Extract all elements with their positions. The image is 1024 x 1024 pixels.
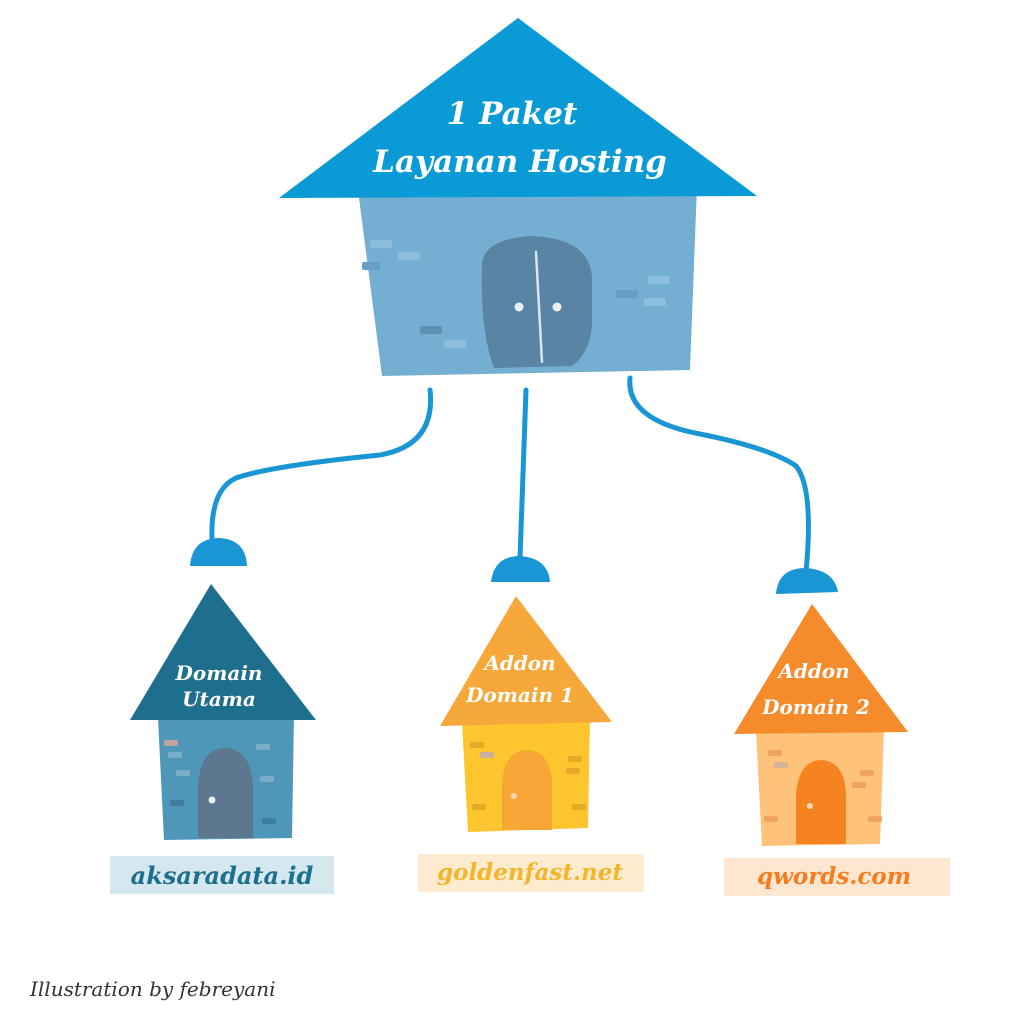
connector-cap-right [776,568,838,594]
house2-bricks [470,742,586,810]
main-house-door-split [534,250,544,364]
main-house: 1 Paket Layanan Hosting [279,18,757,376]
house1-domain-label: aksaradata.id [131,861,314,890]
connector-cap-left [190,538,247,566]
house3-domain-label: qwords.com [757,863,911,890]
main-house-door-knob-right [552,302,562,312]
cables [209,375,811,575]
cable-right [627,375,811,575]
main-house-door-knob-left [514,302,524,312]
house-addon-domain-2: Addon Domain 2 qwords.com [724,604,950,896]
house3-bricks [764,750,882,822]
illustration-credit: Illustration by febreyani [29,977,275,1001]
main-house-title-line1: 1 Paket [447,96,578,132]
house2-roof-line2: Domain 1 [465,683,574,707]
main-house-roof [279,18,757,198]
house2-roof [440,596,612,726]
connector-cap-center [491,556,550,582]
cable-left [209,387,434,543]
house1-door [198,748,253,838]
house3-domain-label-bg [724,858,950,896]
house2-door-knob [511,793,517,799]
house1-door-knob [208,796,216,804]
house1-roof [130,584,316,720]
house3-roof-line2: Domain 2 [761,695,870,719]
house2-roof-line1: Addon [482,651,555,675]
house2-door [502,750,552,830]
house2-domain-label-bg [418,854,644,892]
house1-domain-label-bg [110,856,334,894]
house-domain-utama: Domain Utama aksaradata.id [110,584,334,894]
house3-roof [734,604,908,734]
house1-bricks [164,740,276,824]
connector-caps [190,538,838,594]
house3-door-knob [807,803,813,809]
house1-roof-line2: Utama [182,687,256,711]
house-addon-domain-1: Addon Domain 1 goldenfast.net [418,596,644,892]
main-house-bricks [362,240,670,348]
main-house-door [481,236,593,368]
main-house-title-line2: Layanan Hosting [372,144,667,180]
cable-center [517,387,529,561]
house1-roof-line1: Domain [175,661,263,685]
house2-domain-label: goldenfast.net [437,859,623,886]
house3-door [796,760,846,844]
house3-roof-line1: Addon [776,659,849,683]
